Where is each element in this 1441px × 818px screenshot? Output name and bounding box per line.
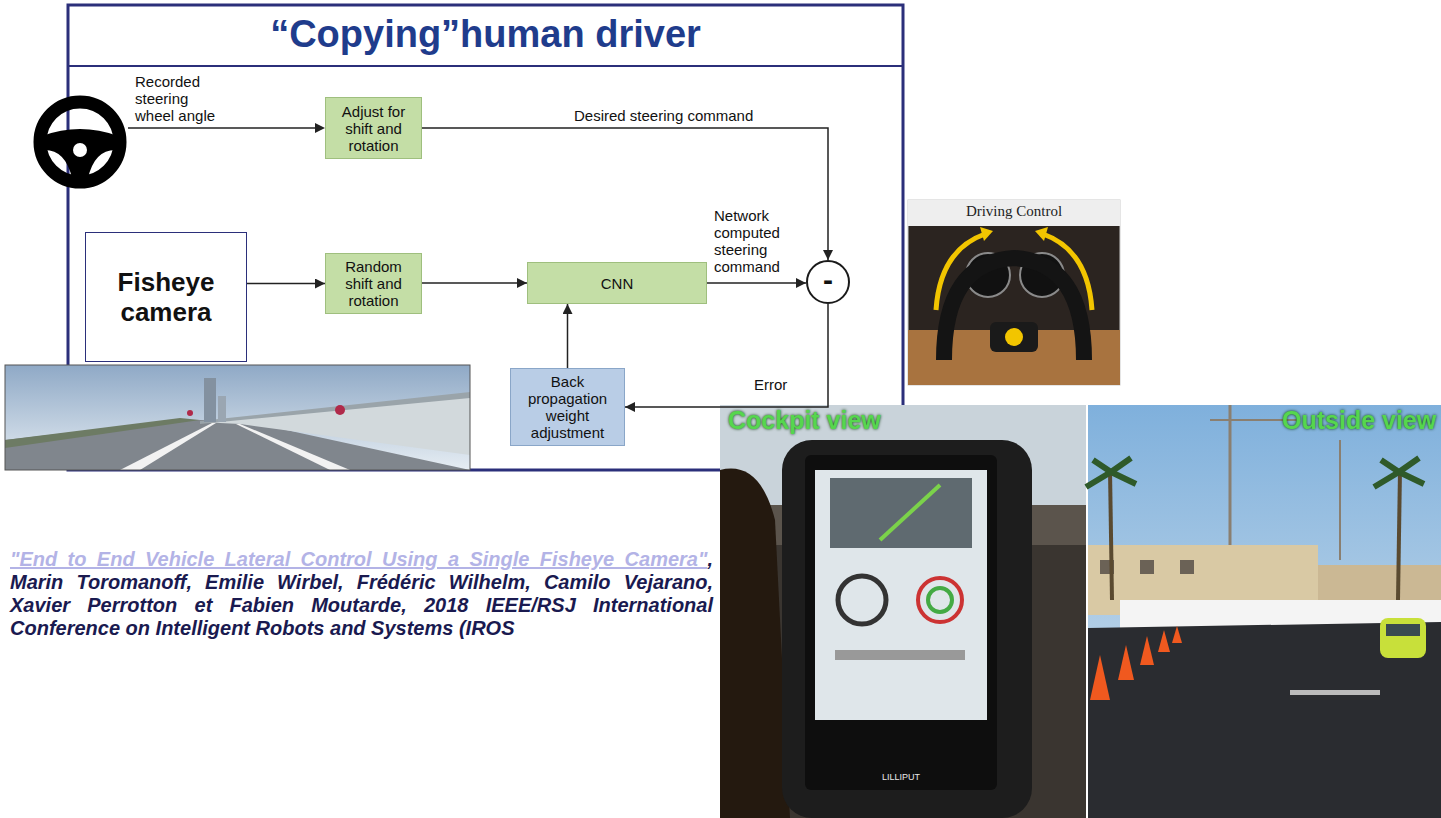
camera-box: Fisheye camera: [85, 232, 247, 362]
box-text: Adjust for shift and rotation: [331, 103, 416, 154]
process-box: Random shift and rotation: [325, 253, 422, 314]
edge-label: Error: [752, 376, 789, 393]
network-box: CNN: [527, 262, 707, 304]
slide-title: “Copying”human driver: [70, 12, 901, 56]
edge-label: Desired steering command: [572, 107, 755, 124]
photo-caption: Cockpit view: [728, 406, 881, 434]
brand-text: LILLIPUT: [872, 772, 930, 783]
subtractor-circle: -: [806, 260, 850, 304]
fisheye-photo: [5, 365, 470, 470]
connector-line: [247, 283, 325, 285]
box-text: CNN: [601, 275, 634, 292]
steering-wheel-icon: [40, 102, 120, 182]
photo-caption: Outside view: [1282, 406, 1436, 434]
signal-connector: [707, 283, 806, 284]
box-text: -: [823, 265, 833, 295]
box-text: Random shift and rotation: [331, 258, 416, 309]
signal-connector: [422, 283, 527, 284]
photo-caption: Driving Control: [910, 203, 1118, 220]
box-text: Back propagation weight adjustment: [516, 373, 619, 441]
outside-photo: [1086, 405, 1441, 818]
signal-connector: [567, 304, 568, 368]
process-box: Back propagation weight adjustment: [510, 368, 625, 446]
process-box: Adjust for shift and rotation: [325, 97, 422, 159]
signal-label: Recorded steering wheel angle: [135, 73, 225, 124]
cockpit-photo: [720, 405, 1086, 818]
connector-line: [625, 304, 828, 407]
wheel-signal-arrow: [128, 123, 325, 133]
connector-line: [567, 304, 569, 368]
driving-control-photo: [908, 200, 1120, 385]
paper-link: "End to End Vehicle Lateral Control Usin…: [10, 548, 707, 570]
citation: "End to End Vehicle Lateral Control Usin…: [10, 548, 713, 640]
connector-line: [707, 282, 806, 284]
box-text: Fisheye camera: [91, 267, 241, 327]
edge-label: Network computed steering command: [712, 207, 804, 275]
connector-line: [422, 282, 527, 284]
header-rule: [68, 65, 903, 67]
signal-connector: [625, 304, 828, 407]
signal-connector: [247, 283, 325, 284]
